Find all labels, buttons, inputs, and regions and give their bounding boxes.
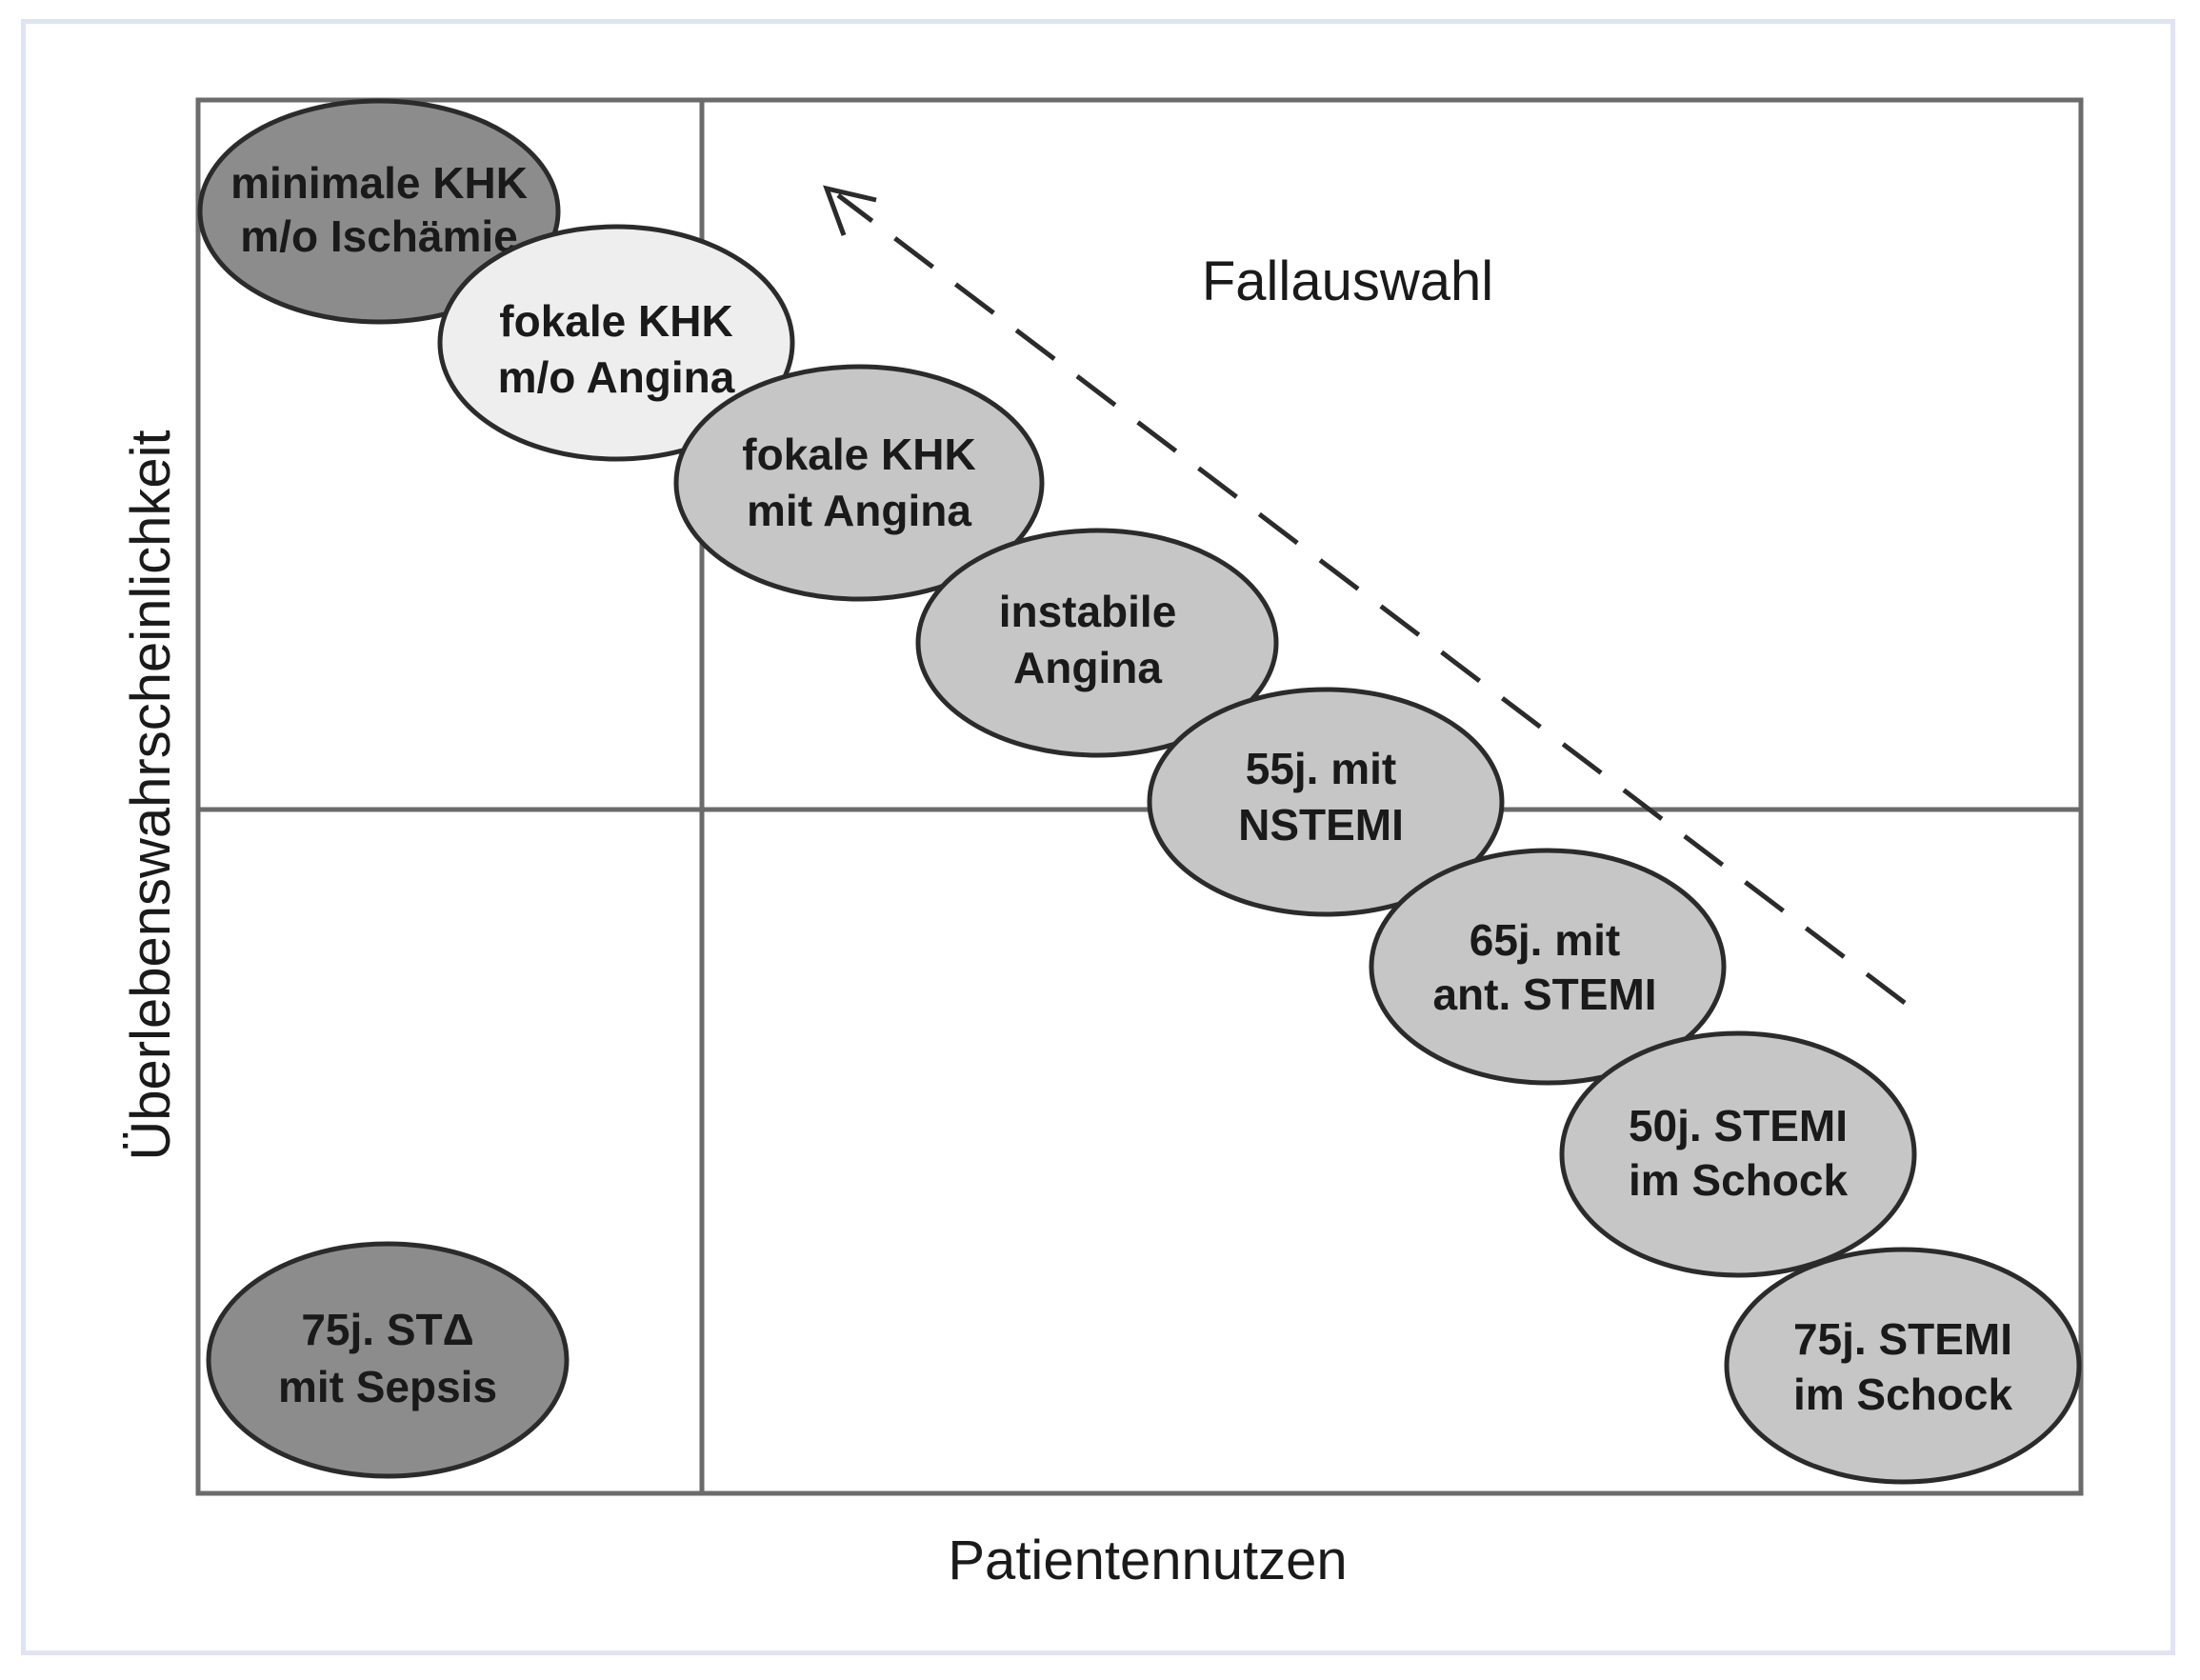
case-ellipse-instabile-angina: instabile Angina	[915, 528, 1279, 758]
case-ellipse-fokale-khk-ohne-angina: fokale KHK m/o Angina	[437, 224, 795, 462]
case-label-line1: fokale KHK	[742, 430, 975, 479]
case-label-line2: im Schock	[1629, 1155, 1849, 1205]
case-label-line1: 75j. STΔ	[301, 1305, 473, 1354]
x-axis-label: Patientennutzen	[948, 1530, 1347, 1591]
case-label-line2: m/o Angina	[498, 352, 735, 402]
case-label-line1: 75j. STEMI	[1793, 1314, 2012, 1364]
case-label-line2: mit Angina	[747, 486, 971, 535]
case-ellipse-75j-stemi-schock: 75j. STEMI im Schock	[1724, 1247, 2082, 1485]
ellipse-shape	[1724, 1247, 2082, 1485]
ellipse-shape	[437, 224, 795, 462]
case-ellipse-65j-ant-stemi: 65j. mit ant. STEMI	[1369, 848, 1727, 1086]
ellipse-shape	[206, 1241, 570, 1479]
case-label-line2: NSTEMI	[1238, 800, 1404, 850]
ellipse-shape	[197, 98, 561, 325]
ellipse-shape	[1369, 848, 1727, 1086]
case-label-line1: fokale KHK	[499, 296, 732, 346]
ellipse-shape	[1559, 1030, 1917, 1278]
ellipse-shape	[673, 364, 1045, 602]
case-label-line1: instabile	[999, 587, 1177, 636]
y-axis-label: Überlebenswahrscheinlichkeit	[120, 430, 182, 1160]
case-ellipse-75j-st-sepsis: 75j. STΔ mit Sepsis	[206, 1241, 570, 1479]
case-label-line2: ant. STEMI	[1432, 970, 1656, 1019]
case-label-line2: m/o Ischämie	[240, 211, 517, 261]
trend-arrow-head-icon	[823, 185, 877, 236]
plot-area-border	[195, 97, 2084, 1496]
ellipse-shape	[1147, 687, 1505, 917]
region-label: Fallauswahl	[1202, 250, 1493, 312]
case-label-line1: 65j. mit	[1470, 915, 1621, 965]
figure-frame	[21, 19, 2175, 1655]
case-ellipse-minimale-khk: minimale KHK m/o Ischämie	[197, 98, 561, 325]
case-ellipse-fokale-khk-mit-angina: fokale KHK mit Angina	[673, 364, 1045, 602]
case-ellipse-55j-nstemi: 55j. mit NSTEMI	[1147, 687, 1505, 917]
case-label-line1: 50j. STEMI	[1629, 1101, 1848, 1150]
case-label-line1: 55j. mit	[1246, 744, 1397, 793]
case-label-line2: Angina	[1013, 643, 1162, 692]
case-label-line2: im Schock	[1793, 1370, 2013, 1419]
ellipse-shape	[915, 528, 1279, 758]
case-ellipse-50j-stemi-schock: 50j. STEMI im Schock	[1559, 1030, 1917, 1278]
case-label-line2: mit Sepsis	[278, 1362, 497, 1411]
case-label-line1: minimale KHK	[230, 158, 528, 208]
